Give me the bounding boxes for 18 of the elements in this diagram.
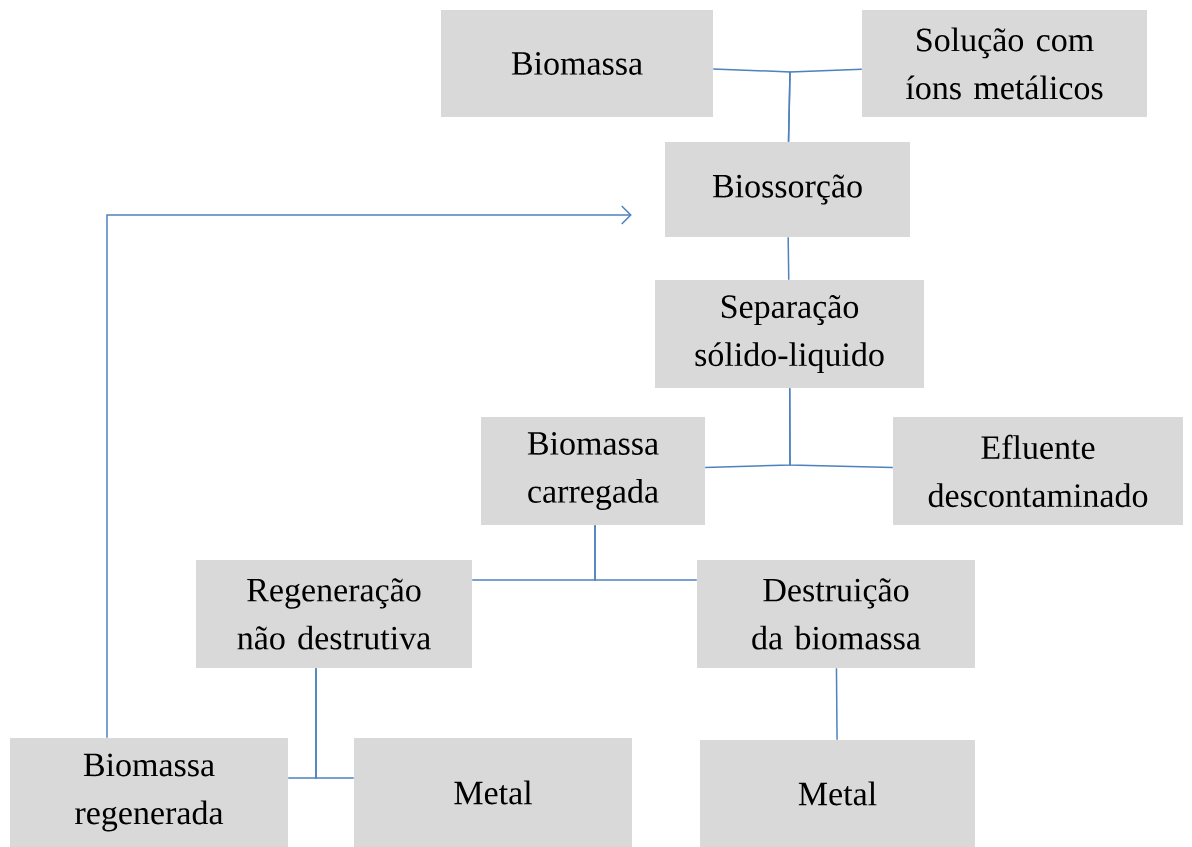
- connector-line: [787, 68, 863, 143]
- connector-line: [788, 387, 894, 469]
- connector-line: [594, 524, 698, 581]
- connector-line: [787, 236, 790, 281]
- process-box: Biossorção: [665, 142, 910, 237]
- connector-line: [315, 667, 355, 779]
- connector-line: [835, 667, 838, 741]
- process-box: Biomassa carregada: [481, 417, 705, 525]
- process-box: Solução com íons metálicos: [862, 10, 1147, 117]
- process-box: Metal: [700, 740, 975, 847]
- process-box: Destruição da biomassa: [697, 560, 975, 668]
- arrow: [106, 205, 632, 739]
- process-box: Separação sólido-liquido: [655, 280, 924, 388]
- process-box: Biomassa: [441, 10, 713, 117]
- process-box: Biomassa regenerada: [10, 738, 288, 847]
- process-box: Regeneração não destrutiva: [196, 560, 472, 668]
- process-box: Metal: [354, 738, 632, 847]
- process-box: Efluente descontaminado: [893, 417, 1183, 525]
